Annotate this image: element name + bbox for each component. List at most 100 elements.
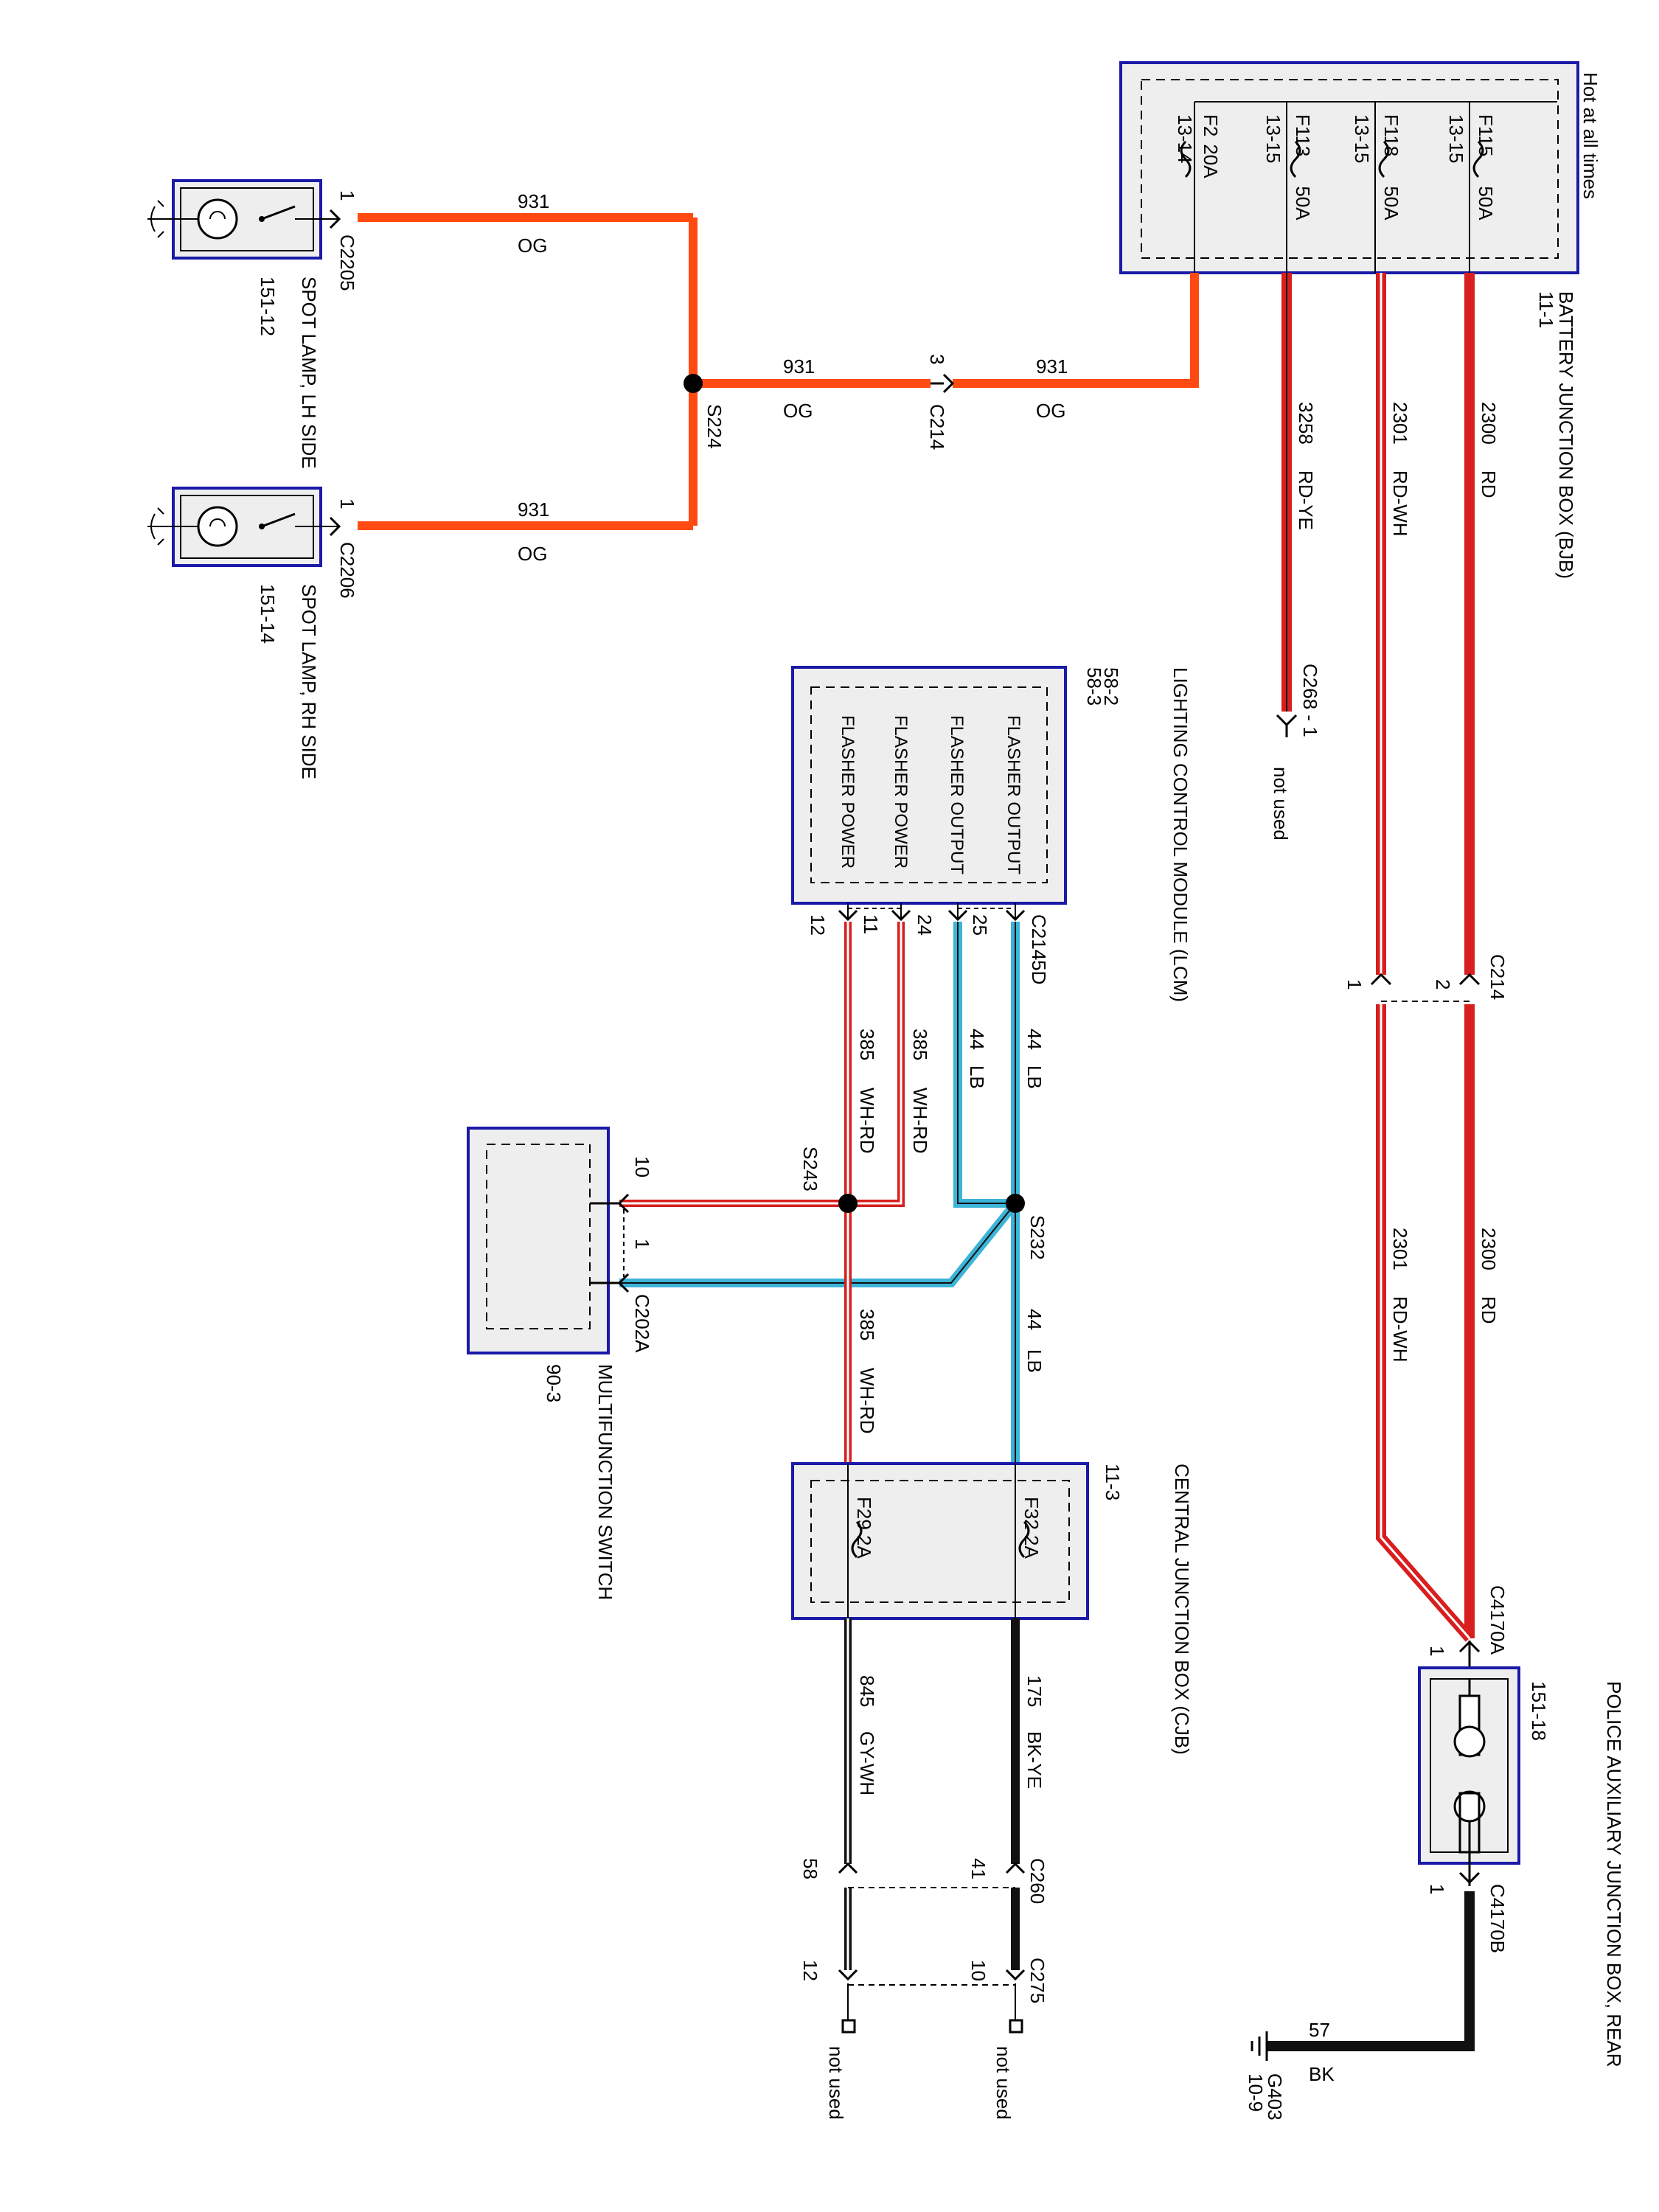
c268-connector: C268 - 1 not used: [1270, 664, 1321, 841]
multifunction-switch: [467, 1127, 630, 1354]
c4170b-pin: 1: [1426, 1884, 1448, 1894]
fuse-f115-ref: 13-15: [1445, 114, 1467, 164]
lcm-pin-flasher-output-1: FLASHER OUTPUT: [1004, 715, 1023, 874]
wire-44: [619, 922, 1020, 1464]
c2145d-connector: C2145D 25 24 11 12: [807, 903, 1050, 984]
c202a-pin-10: 10: [631, 1156, 653, 1178]
wire-2301-number-upper: 2301: [1389, 402, 1411, 445]
svg-text:F11550A: F11550A: [1475, 114, 1497, 220]
svg-text:13-15: 13-15: [1262, 114, 1284, 164]
wire-44-number-c: 44: [1023, 1309, 1046, 1330]
c202a-pin-1: 1: [631, 1239, 653, 1249]
wire-44-color-b: LB: [966, 1065, 988, 1089]
spot-lamp-lh-ref: 151-12: [257, 276, 279, 336]
wire-931-color-lh: OG: [518, 234, 547, 257]
wire-57-number: 57: [1309, 2019, 1330, 2041]
c2205-pin: 1: [336, 190, 358, 201]
c214-og-pin: 3: [926, 354, 948, 364]
wire-931-number-bjb: 931: [1036, 355, 1068, 378]
cjb-name: CENTRAL JUNCTION BOX (CJB): [1171, 1464, 1193, 1755]
fuse-f115-symbol: [1472, 140, 1484, 178]
bjb-name: BATTERY JUNCTION BOX (BJB): [1555, 291, 1577, 579]
spot-lamp-lh: [147, 179, 341, 260]
wire-931-number-rh: 931: [518, 498, 549, 521]
fuse-f2-rating: 20A: [1200, 144, 1222, 178]
svg-text:13-15: 13-15: [1351, 114, 1373, 164]
wire-385-number-b: 385: [856, 1029, 878, 1060]
wire-2300-number-lower: 2300: [1478, 1228, 1500, 1270]
wire-175-number: 175: [1023, 1675, 1046, 1707]
wire-175-color: BK-YE: [1023, 1731, 1046, 1789]
lcm-pin-flasher-power-1: FLASHER POWER: [891, 715, 911, 869]
c2145d-pin-11: 11: [860, 914, 882, 934]
splice-s224: [684, 374, 703, 393]
wire-931-number-mid: 931: [783, 355, 815, 378]
spot-lamp-rh: [147, 487, 341, 567]
c2145d-pin-12: 12: [807, 914, 829, 936]
lamp-rh-icon: [197, 506, 238, 547]
fuse-f118-rating: 50A: [1380, 186, 1402, 220]
wire-845-number: 845: [856, 1675, 878, 1707]
c268-label: C268 - 1: [1299, 664, 1321, 737]
wire-2300-color-upper: RD: [1478, 470, 1500, 498]
c268-not-used: not used: [1270, 767, 1292, 841]
fuse-f113-rating: 50A: [1292, 186, 1314, 220]
c2206-pin: 1: [336, 498, 358, 509]
wire-931-color-mid: OG: [783, 400, 813, 422]
spot-lamp-rh-ref: 151-14: [257, 584, 279, 644]
c4170a-connector: C4170A 1: [1426, 1585, 1509, 1668]
pajb-ref: 151-18: [1528, 1681, 1550, 1741]
police-aux-junction-box: [1418, 1666, 1520, 1865]
wire-3258-color: RD-YE: [1295, 470, 1317, 530]
lighting-control-module: FLASHER OUTPUT FLASHER OUTPUT FLASHER PO…: [791, 666, 1067, 905]
c214-rd-label: C214: [1486, 954, 1509, 1000]
wire-845-color: GY-WH: [856, 1731, 878, 1795]
wire-2301-number-lower: 2301: [1389, 1228, 1411, 1270]
mfs-name: MULTIFUNCTION SWITCH: [594, 1364, 616, 1600]
wire-3258-number: 3258: [1295, 402, 1317, 445]
c4170a-label: C4170A: [1486, 1585, 1509, 1655]
c214-pin-2: 2: [1432, 979, 1454, 990]
relay-coil-a-icon: [1453, 1725, 1486, 1758]
wire-385-number-c: 385: [856, 1309, 878, 1340]
wire-931-color-rh: OG: [518, 543, 547, 565]
fuse-f118-ref: 13-15: [1351, 114, 1373, 164]
lcm-ref-2: 58-3: [1083, 667, 1105, 706]
fuse-f118-id: F118: [1380, 114, 1402, 156]
lcm-pin-flasher-power-2: FLASHER POWER: [838, 715, 858, 869]
wire-2300-color-lower: RD: [1478, 1296, 1500, 1324]
c2145d-pin-24: 24: [914, 914, 936, 936]
c275-terminal-b-icon: [841, 2019, 856, 2034]
c275-connector: C275 10 12 not used not used: [799, 1958, 1048, 2120]
fuse-f2-symbol: [1180, 140, 1192, 178]
pajb-name: POLICE AUXILIARY JUNCTION BOX, REAR: [1603, 1681, 1625, 2067]
c2205-label: C2205: [336, 234, 358, 291]
bjb-hot-note: Hot at all times: [1579, 72, 1601, 199]
wire-2301: [1376, 273, 1474, 1642]
fuse-f29-symbol: [851, 1520, 863, 1559]
c4170a-pin: 1: [1426, 1646, 1448, 1656]
wire-57: [1267, 1891, 1475, 2051]
ground-icon: [1251, 2031, 1268, 2061]
lamp-lh-icon: [197, 198, 238, 240]
c2145d-pin-25: 25: [969, 914, 991, 936]
c275-not-used-b: not used: [825, 2046, 847, 2120]
splice-s232: [1006, 1194, 1025, 1213]
wire-57-color: BK: [1309, 2063, 1335, 2085]
lcm-name: LIGHTING CONTROL MODULE (LCM): [1169, 667, 1192, 1002]
c260-pin-58: 58: [799, 1858, 821, 1879]
bjb-ref: 11-1: [1535, 291, 1557, 328]
c4170b-label: C4170B: [1486, 1884, 1509, 1953]
c275-not-used-a: not used: [992, 2046, 1015, 2120]
wire-44-number-b: 44: [966, 1029, 988, 1050]
wire-385-color-c: WH-RD: [856, 1368, 878, 1434]
svg-text:13-14: 13-14: [1174, 114, 1196, 164]
c214-pin-1: 1: [1343, 979, 1366, 990]
cjb-fuse-f32: F32 2A: [1020, 1497, 1043, 1559]
svg-text:F11350A: F11350A: [1292, 114, 1314, 220]
s232-label: S232: [1026, 1215, 1048, 1260]
lcm-ref-1: 58-2: [1100, 667, 1122, 706]
c214-og-label: C214: [926, 404, 948, 450]
splice-s243: [838, 1194, 858, 1213]
